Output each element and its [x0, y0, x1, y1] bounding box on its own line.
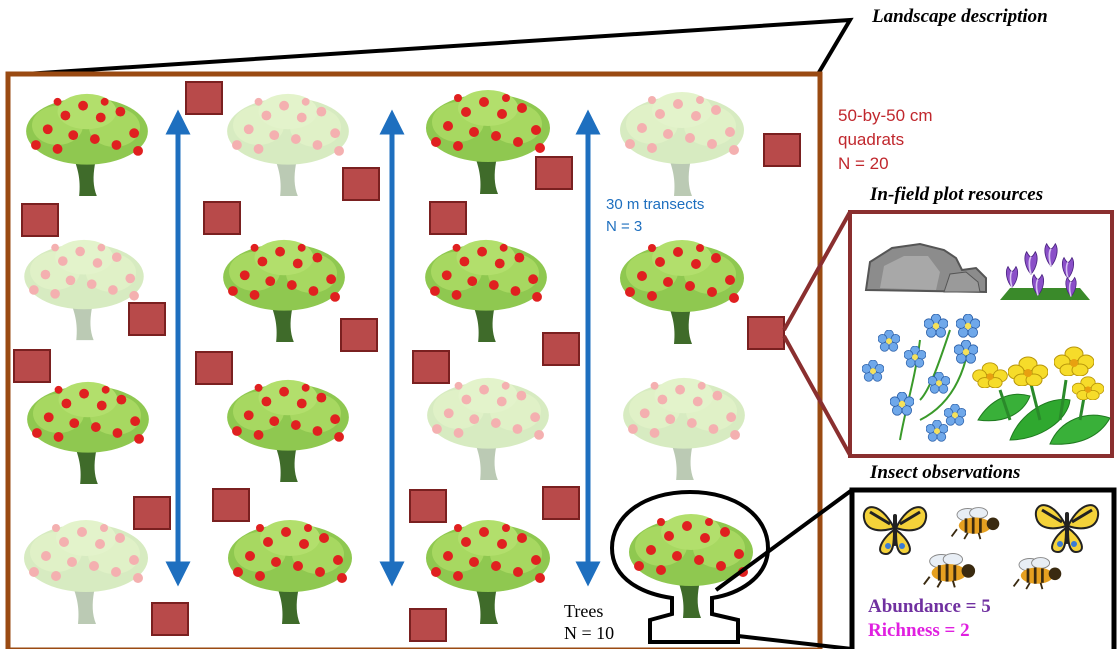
- quadrat-square: [203, 201, 241, 235]
- transects-count-text: N = 3: [606, 218, 643, 235]
- quadrat-square: [128, 302, 166, 336]
- quadrat-square: [133, 496, 171, 530]
- rocks-icon: [864, 242, 987, 294]
- quadrat-square: [542, 332, 580, 366]
- quadrat-square: [13, 349, 51, 383]
- blue-flowers-icon: [862, 314, 980, 442]
- quadrats-size-text: 50-by-50 cm: [838, 106, 933, 125]
- quadrat-square: [212, 488, 250, 522]
- quadrats-layer: [13, 81, 801, 642]
- quadrat-square: [195, 351, 233, 385]
- landscape-callout-line: [9, 17, 854, 77]
- transects-name-text: 30 m transects: [606, 196, 705, 213]
- transects-label: 30 m transects N = 3: [606, 194, 704, 238]
- quadrat-square: [151, 602, 189, 636]
- quadrats-name-text: quadrats: [838, 130, 905, 149]
- quadrat-square: [747, 316, 785, 350]
- resources-title: In-field plot resources: [870, 184, 1044, 205]
- transects-layer: [165, 109, 601, 587]
- quadrat-square: [340, 318, 378, 352]
- trees-label: Trees N = 10: [564, 600, 614, 644]
- quadrat-square: [409, 489, 447, 523]
- richness-text: Richness = 2: [868, 620, 970, 641]
- quadrats-label: 50-by-50 cm quadrats N = 20: [838, 104, 932, 176]
- quadrats-count-text: N = 20: [838, 154, 889, 173]
- quadrat-square: [409, 608, 447, 642]
- trees-name-text: Trees: [564, 601, 604, 621]
- quadrat-square: [342, 167, 380, 201]
- yellow-flowers-icon: [972, 346, 1111, 445]
- quadrat-square: [21, 203, 59, 237]
- quadrat-square: [542, 486, 580, 520]
- insects-title: Insect observations: [870, 462, 1021, 483]
- resources-callout-line: [782, 211, 852, 456]
- landscape-title: Landscape description: [872, 6, 1048, 27]
- trees-count-text: N = 10: [564, 623, 615, 643]
- quadrat-square: [763, 133, 801, 167]
- quadrat-square: [185, 81, 223, 115]
- insects-callout-line: [714, 488, 854, 649]
- crocus-flowers-icon: [1000, 242, 1090, 300]
- quadrat-square: [412, 350, 450, 384]
- abundance-text: Abundance = 5: [868, 596, 991, 617]
- quadrat-square: [535, 156, 573, 190]
- quadrat-square: [429, 201, 467, 235]
